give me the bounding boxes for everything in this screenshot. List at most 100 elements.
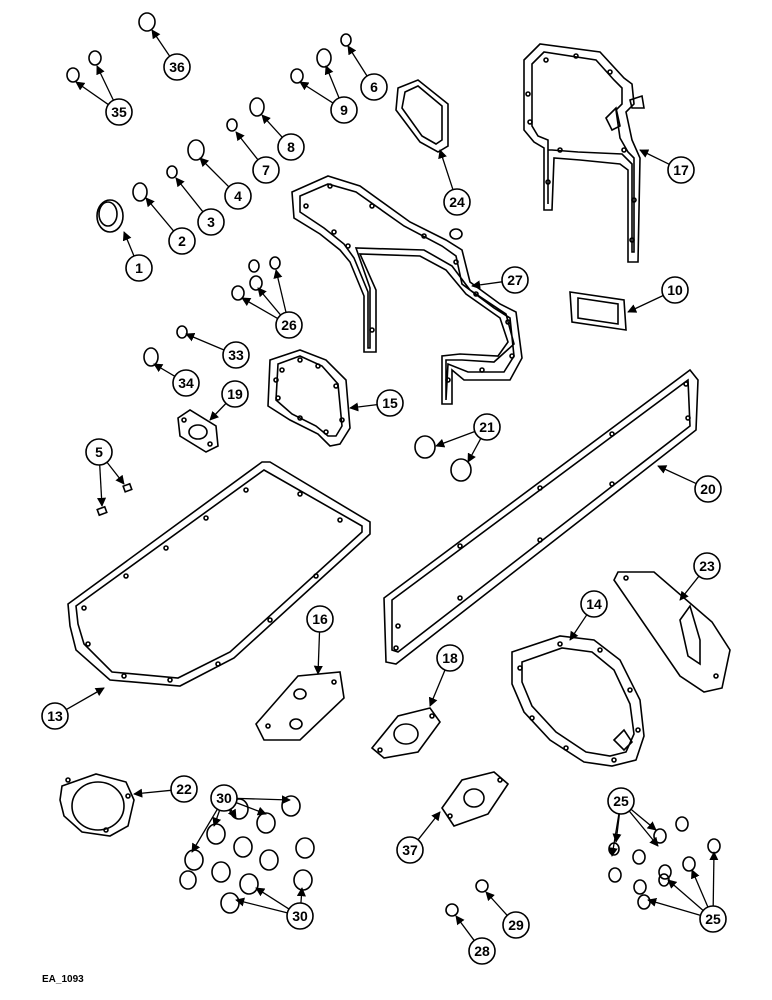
- callout-number: 22: [176, 781, 192, 797]
- callout-circle: [330, 96, 358, 124]
- leader-arrow: [628, 810, 659, 847]
- seal-ring-4: [187, 139, 205, 161]
- seal-rings-21: [414, 435, 472, 482]
- leader-arrow: [608, 813, 620, 857]
- callout-number: 1: [135, 260, 143, 276]
- callout-16: 16: [306, 605, 334, 633]
- callout-number: 16: [312, 611, 328, 627]
- leader-arrow: [235, 897, 288, 914]
- leader-arrow: [185, 332, 225, 351]
- gasket-27: [291, 175, 523, 405]
- callout-18: 18: [436, 644, 464, 672]
- callout-number: 7: [262, 162, 270, 178]
- leader-arrow: [471, 280, 503, 290]
- seal-ring-1: [96, 199, 124, 233]
- leader-arrow: [657, 465, 697, 485]
- leader-arrow: [299, 81, 334, 104]
- callout-number: 6: [370, 79, 378, 95]
- gasket-24: [395, 79, 449, 153]
- gasket-19: [177, 409, 219, 453]
- callout-number: 8: [287, 139, 295, 155]
- plugs-5: [96, 482, 133, 517]
- leader-arrow: [96, 65, 114, 101]
- seal-rings-9: [290, 48, 332, 84]
- leader-arrow: [75, 81, 109, 106]
- callout-circle: [667, 156, 695, 184]
- leader-arrow: [435, 430, 476, 448]
- leader-arrow: [349, 402, 378, 412]
- callout-number: 26: [281, 317, 297, 333]
- callout-22: 22: [170, 775, 198, 803]
- callout-circle: [224, 182, 252, 210]
- callout-number: 14: [586, 596, 602, 612]
- callout-33: 33: [222, 341, 250, 369]
- callout-circle: [396, 836, 424, 864]
- callout-circle: [197, 208, 225, 236]
- leader-arrow: [639, 149, 670, 165]
- leader-arrow: [106, 461, 125, 485]
- seal-ring-2: [132, 182, 148, 202]
- callout-circle: [468, 937, 496, 965]
- callout-6: 6: [360, 73, 388, 101]
- leader-arrow: [647, 897, 701, 916]
- callout-29: 29: [502, 911, 530, 939]
- seal-ring-3: [166, 165, 178, 179]
- seal-ring-7: [226, 118, 238, 132]
- callout-number: 30: [292, 908, 308, 924]
- callout-circle: [607, 787, 635, 815]
- callout-number: 25: [613, 793, 629, 809]
- plug-29: [475, 879, 489, 893]
- seal-ring-34: [143, 347, 159, 367]
- callout-number: 4: [234, 188, 242, 204]
- leader-arrow: [667, 879, 704, 911]
- callout-9: 9: [330, 96, 358, 124]
- leader-arrow: [417, 811, 441, 841]
- gasket-22: [59, 773, 135, 837]
- callout-8: 8: [277, 133, 305, 161]
- callout-circle: [694, 475, 722, 503]
- leader-arrow: [428, 669, 446, 707]
- callout-number: 34: [178, 375, 194, 391]
- callout-circle: [163, 53, 191, 81]
- callout-circle: [221, 380, 249, 408]
- callout-number: 18: [442, 650, 458, 666]
- seal-ring-36: [138, 12, 156, 32]
- leader-arrow: [255, 887, 290, 910]
- leader-arrow: [241, 297, 279, 320]
- leader-arrow: [236, 795, 291, 805]
- callout-circle: [277, 133, 305, 161]
- leader-arrow: [324, 65, 340, 99]
- leader-lines: [65, 29, 719, 941]
- gasket-18: [370, 707, 441, 759]
- leader-arrow: [133, 788, 172, 798]
- callout-number: 21: [479, 419, 495, 435]
- gasket-20: [383, 368, 699, 665]
- callout-number: 35: [111, 104, 127, 120]
- gasket-17: [523, 43, 645, 263]
- callout-37: 37: [396, 836, 424, 864]
- leader-arrow: [212, 810, 222, 827]
- leader-arrow: [199, 157, 230, 188]
- callout-number: 29: [508, 917, 524, 933]
- callout-26: 26: [275, 311, 303, 339]
- plug-28: [445, 903, 459, 917]
- callout-15: 15: [376, 389, 404, 417]
- callout-circle: [443, 188, 471, 216]
- callout-30: 30: [286, 902, 314, 930]
- callout-circle: [661, 276, 689, 304]
- leader-arrow: [273, 269, 287, 313]
- leader-arrow: [347, 45, 368, 77]
- callout-25: 25: [699, 905, 727, 933]
- callout-34: 34: [172, 369, 200, 397]
- leader-arrow: [630, 808, 657, 831]
- callout-circle: [252, 156, 280, 184]
- leader-arrow: [209, 402, 227, 421]
- callout-circle: [222, 341, 250, 369]
- callout-number: 37: [402, 842, 418, 858]
- leader-arrow: [679, 575, 700, 601]
- callout-20: 20: [694, 475, 722, 503]
- leader-arrow: [227, 808, 237, 819]
- callout-1: 1: [125, 254, 153, 282]
- callout-number: 24: [449, 194, 465, 210]
